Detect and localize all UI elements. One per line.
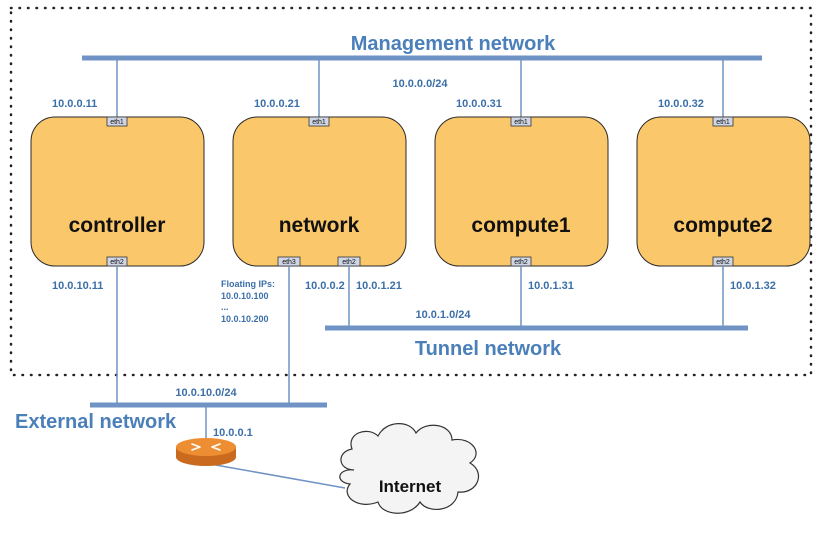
external-network-subnet: 10.0.10.0/24 <box>175 387 237 399</box>
internet-cloud-icon <box>339 423 480 514</box>
floating-ips-label: Floating IPs: <box>221 279 275 289</box>
compute2-eth1-port <box>712 116 734 127</box>
tunnel-network-subnet: 10.0.1.0/24 <box>415 309 471 321</box>
compute2-label: compute2 <box>673 214 772 237</box>
internal-boundary <box>9 6 813 377</box>
controller-external-ip: 10.0.10.11 <box>52 280 103 292</box>
network-mgmt-ip: 10.0.0.21 <box>254 98 300 110</box>
management-network-subnet: 10.0.0.0/24 <box>392 78 448 90</box>
compute1-tunnel-ip: 10.0.1.31 <box>528 280 574 292</box>
router-ip: 10.0.0.1 <box>213 427 253 439</box>
compute2-node <box>636 116 811 267</box>
network-eth1-label: eth1 <box>312 119 326 126</box>
router-icon <box>176 438 236 466</box>
network-node <box>232 116 407 267</box>
compute2-mgmt-ip: 10.0.0.32 <box>658 98 704 110</box>
controller-node <box>30 116 205 267</box>
compute2-eth1-label: eth1 <box>716 119 730 126</box>
router-internet-link <box>209 463 346 489</box>
network-eth3-label: eth3 <box>282 259 296 266</box>
floating-ips-start: 10.0.10.100 <box>221 291 269 301</box>
tunnel-network-title: Tunnel network <box>415 338 562 360</box>
compute1-mgmt-ip: 10.0.0.31 <box>456 98 502 110</box>
network-eth2-label: eth2 <box>342 259 356 266</box>
compute1-node <box>434 116 609 267</box>
compute1-eth2-label: eth2 <box>514 259 528 266</box>
compute2-eth2-label: eth2 <box>716 259 730 266</box>
external-network-title: External network <box>15 411 177 433</box>
compute1-eth1-label: eth1 <box>514 119 528 126</box>
management-network-title: Management network <box>351 33 556 55</box>
network-tunnel-ip: 10.0.1.21 <box>356 280 402 292</box>
controller-eth2-label: eth2 <box>110 259 124 266</box>
controller-eth1-port <box>106 116 128 127</box>
internet-label: Internet <box>379 477 442 496</box>
controller-mgmt-ip: 10.0.0.11 <box>52 98 97 110</box>
compute1-eth1-port <box>510 116 532 127</box>
controller-eth1-label: eth1 <box>110 119 124 126</box>
network-eth1-port <box>308 116 330 127</box>
compute1-label: compute1 <box>471 214 571 237</box>
floating-ips-ellipsis: ... <box>221 302 229 312</box>
network-external-ip: 10.0.0.2 <box>305 280 345 292</box>
controller-label: controller <box>69 214 166 237</box>
network-label: network <box>279 214 360 237</box>
floating-ips-end: 10.0.10.200 <box>221 314 269 324</box>
compute2-tunnel-ip: 10.0.1.32 <box>730 280 776 292</box>
